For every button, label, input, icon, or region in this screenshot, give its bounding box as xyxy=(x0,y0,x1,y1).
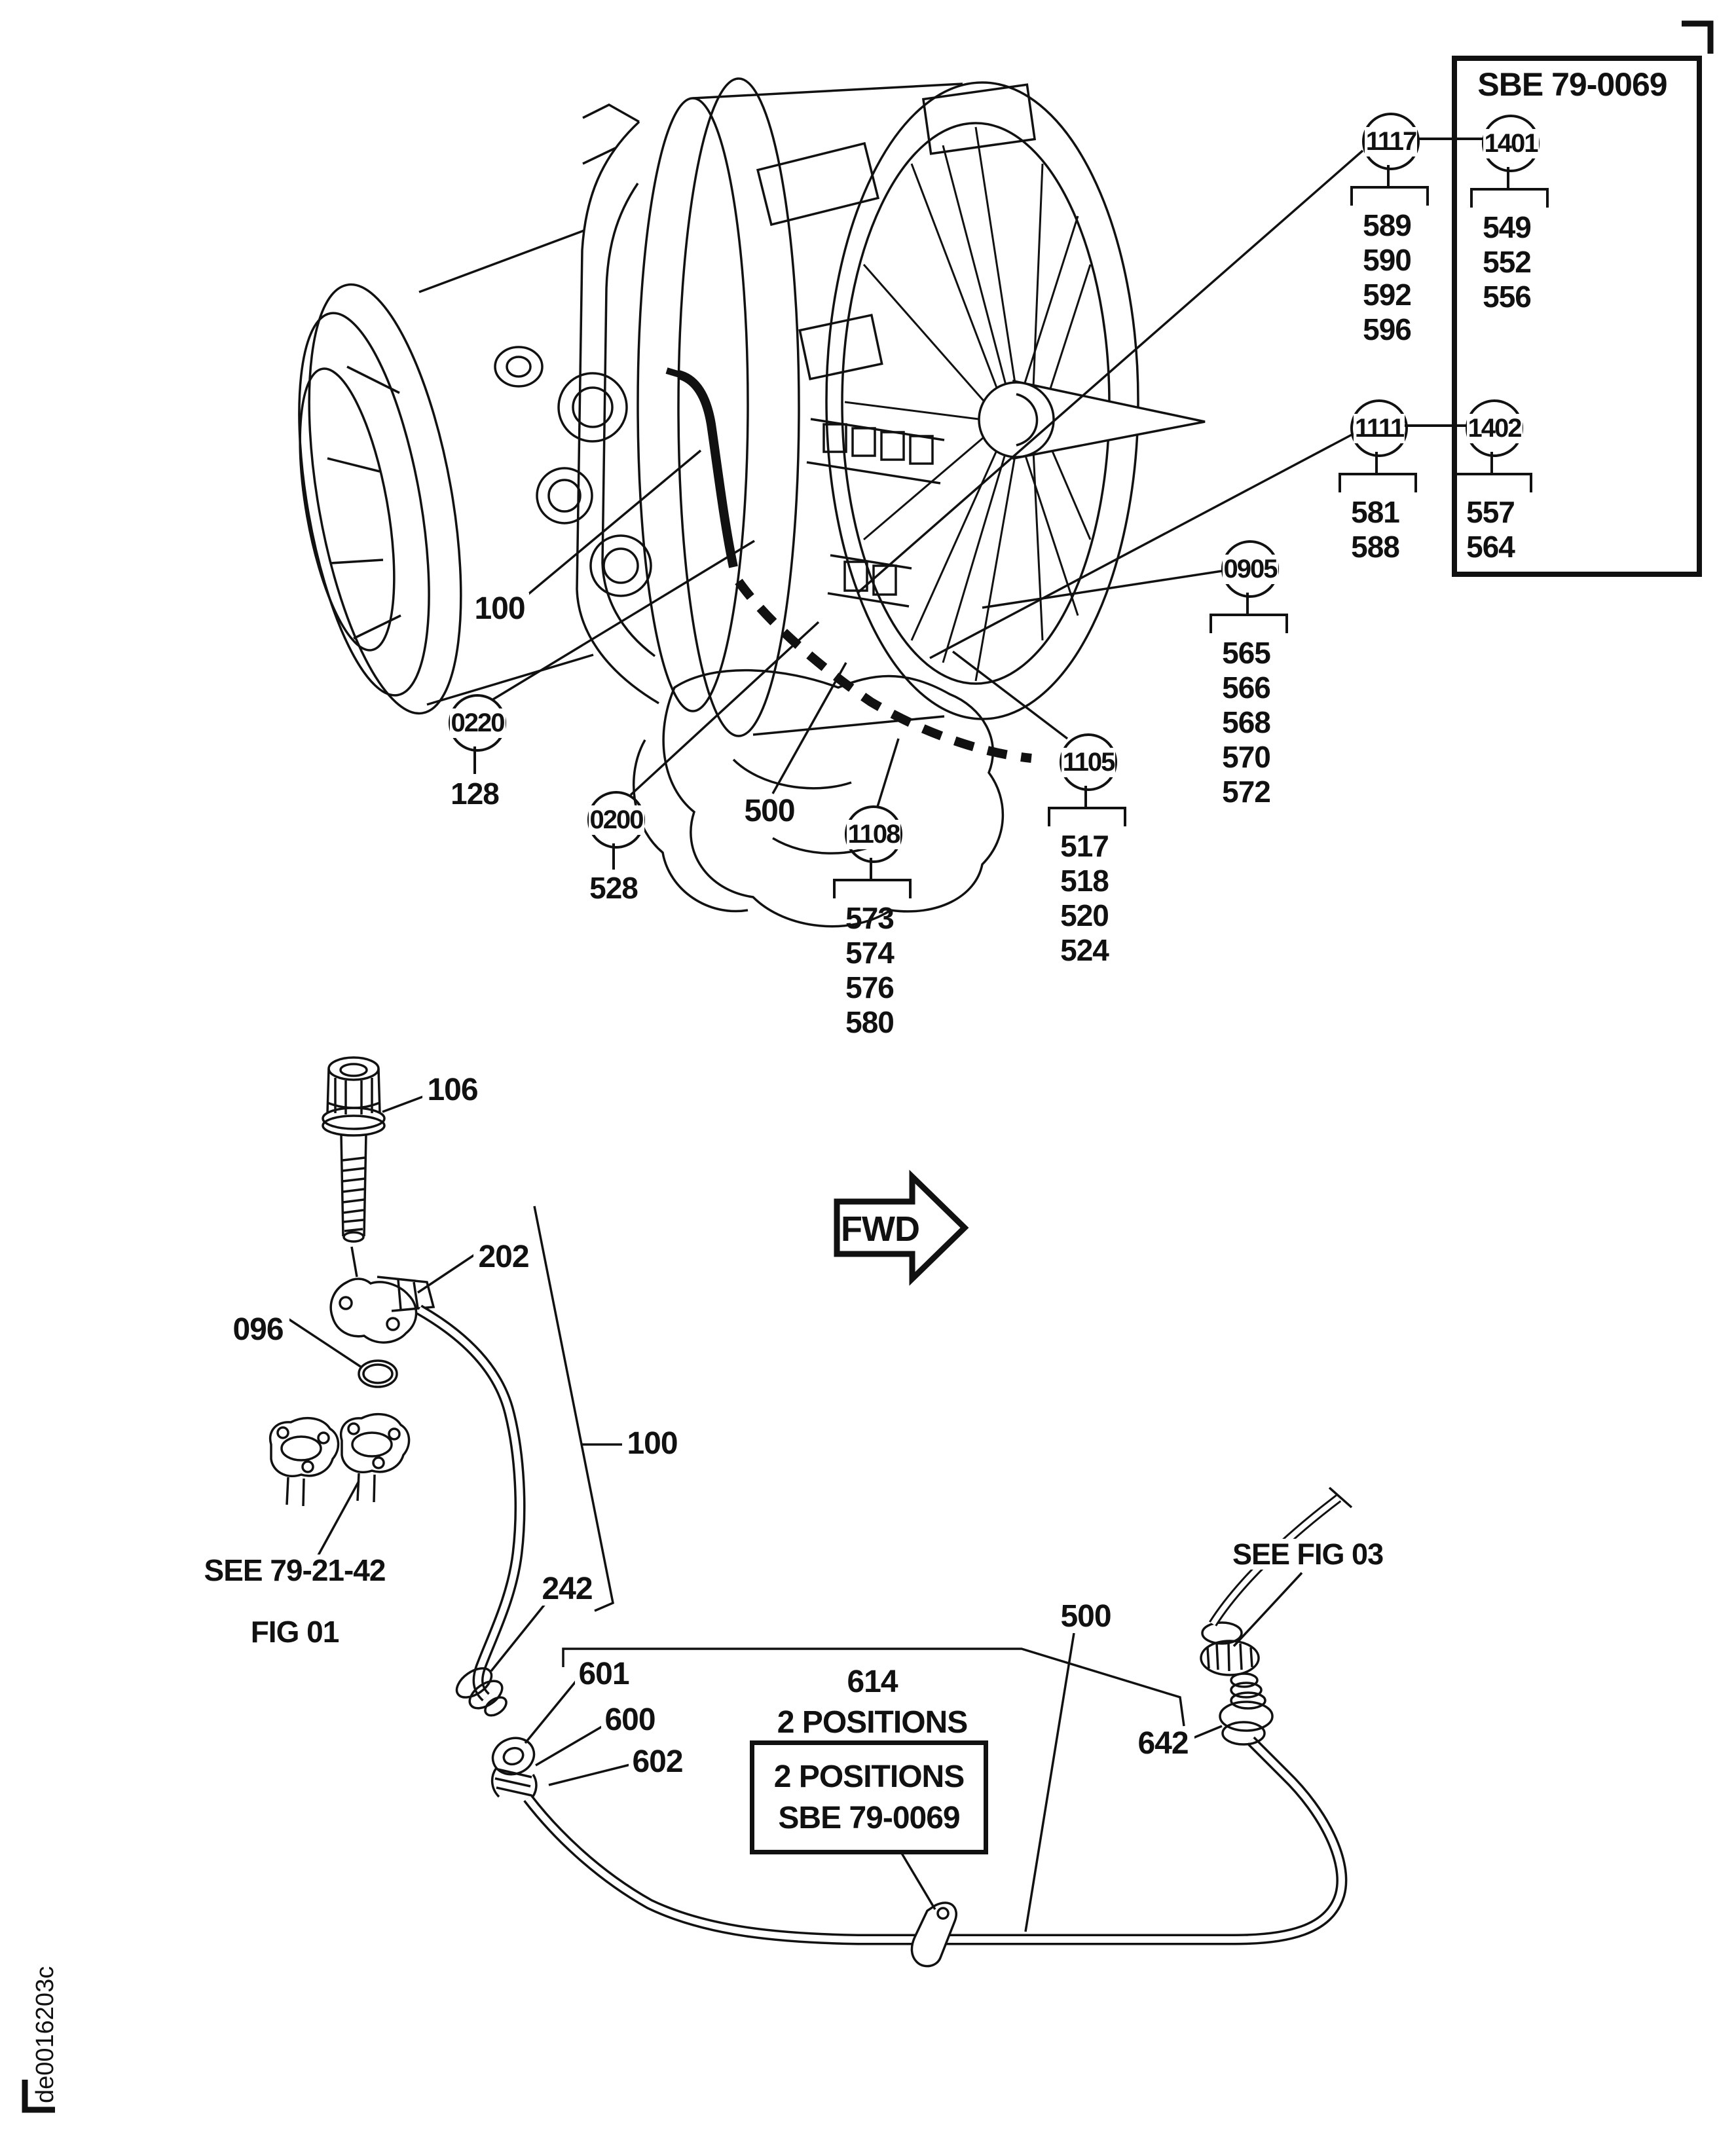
part-list-0220: 128 xyxy=(451,777,500,811)
callout-circle-1111: 1111 xyxy=(1350,399,1408,457)
part-list-0200: 528 xyxy=(589,871,638,905)
callout-circle-1401: 1401 xyxy=(1482,115,1540,172)
callout-circle-1105: 1105 xyxy=(1060,733,1117,791)
label-2-positions: 2 POSITIONS xyxy=(761,1706,984,1740)
label-096: 096 xyxy=(227,1313,289,1347)
part-list-1108: 573 574 576 580 xyxy=(845,901,895,1039)
callout-circle-0220: 0220 xyxy=(449,694,506,752)
fwd-arrow xyxy=(834,1169,969,1286)
label-614: 614 xyxy=(842,1665,902,1699)
part-list-1401: 549 552 556 xyxy=(1483,210,1532,314)
corner-mark-top-right xyxy=(1682,20,1714,54)
callout-circle-0200: 0200 xyxy=(587,791,645,849)
leader-lines-bottom-left xyxy=(287,1095,622,1672)
label-642: 642 xyxy=(1132,1727,1194,1761)
part-list-1105: 517 518 520 524 xyxy=(1060,829,1109,967)
callout-circle-1108: 1108 xyxy=(845,805,902,863)
label-600: 600 xyxy=(601,1703,659,1737)
label-602: 602 xyxy=(629,1745,686,1779)
part-list-1402: 557 564 xyxy=(1466,495,1515,564)
label-242: 242 xyxy=(537,1572,597,1606)
label-106: 106 xyxy=(422,1073,483,1107)
label-see-79-21-42: SEE 79-21-42 xyxy=(175,1555,414,1586)
fwd-arrow-label: FWD xyxy=(841,1209,920,1249)
part-list-1111: 581 588 xyxy=(1351,495,1400,564)
label-500-upper: 500 xyxy=(740,794,799,828)
engine-tube-route xyxy=(665,367,1032,763)
positions-note-line1: 2 POSITIONS xyxy=(773,1759,965,1794)
engine-illustration xyxy=(298,77,1206,928)
label-202: 202 xyxy=(473,1240,534,1274)
callout-circle-1402: 1402 xyxy=(1466,399,1523,457)
label-fig-01: FIG 01 xyxy=(215,1616,375,1647)
fan-blades xyxy=(844,126,1109,682)
part-list-0905: 565 566 568 570 572 xyxy=(1222,636,1271,809)
sbe-reference-box xyxy=(1452,56,1702,577)
tube-100-detail xyxy=(268,1056,526,1717)
leader-lines-top xyxy=(492,149,1364,807)
label-100-lower: 100 xyxy=(622,1427,682,1461)
leader-lines-bottom-right xyxy=(524,1572,1303,1932)
callout-circle-1117: 1117 xyxy=(1362,113,1420,170)
label-500-lower: 500 xyxy=(1054,1600,1117,1634)
label-see-fig-03: SEE FIG 03 xyxy=(1232,1537,1384,1571)
tube-500-detail xyxy=(490,1486,1353,1968)
part-list-1117: 589 590 592 596 xyxy=(1363,208,1412,346)
positions-note-box: 2 POSITIONS SBE 79-0069 xyxy=(750,1740,988,1854)
positions-note-line2: SBE 79-0069 xyxy=(778,1801,960,1835)
sbe-box-title: SBE 79-0069 xyxy=(1466,65,1679,103)
callout-circle-0905: 0905 xyxy=(1221,540,1279,598)
label-601: 601 xyxy=(575,1657,633,1691)
figure-code: de0016203c xyxy=(31,1966,59,2103)
corner-mark-bottom-left xyxy=(22,2080,55,2113)
label-100-upper: 100 xyxy=(470,592,529,626)
